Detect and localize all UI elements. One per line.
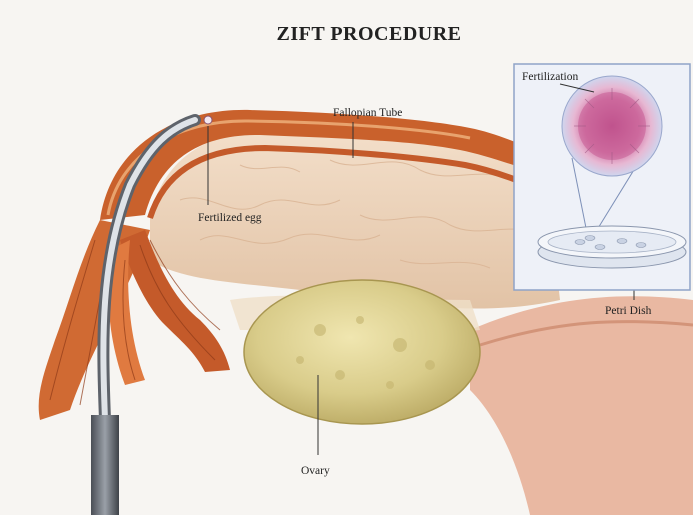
fertilization-label: Fertilization — [522, 71, 578, 83]
fertilization-inset — [514, 64, 690, 290]
ovary — [244, 280, 480, 424]
catheter-handle — [91, 415, 119, 515]
petri-dish-label: Petri Dish — [605, 305, 652, 317]
fallopian-tube-label: Fallopian Tube — [333, 107, 402, 119]
ovary-label: Ovary — [301, 465, 330, 477]
fertilized-egg-label: Fertilized egg — [198, 212, 262, 224]
fertilized-egg — [204, 116, 212, 124]
title: ZIFT PROCEDURE — [277, 23, 462, 45]
